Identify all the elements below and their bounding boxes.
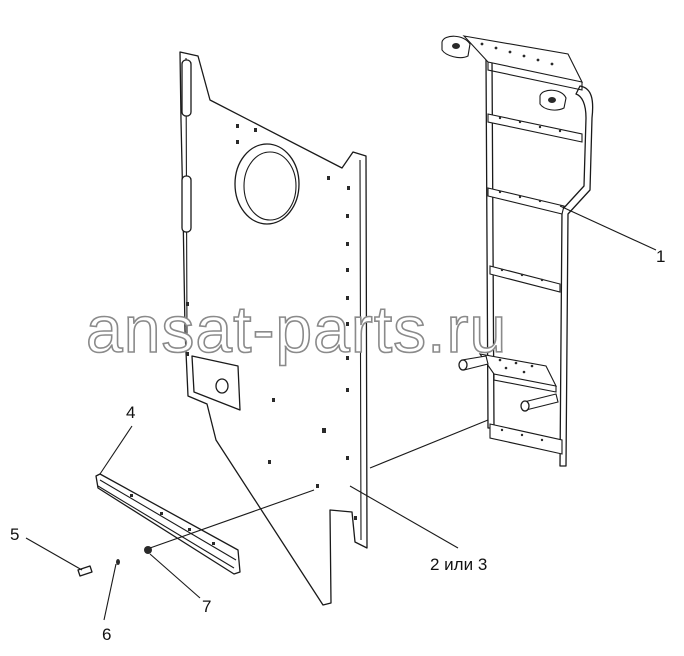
leader-lines (25, 205, 657, 621)
callout-4: 4 (126, 403, 135, 422)
washer (116, 559, 120, 565)
ladder-perforations (480, 42, 562, 442)
callout-2-or-3: 2 или 3 (430, 555, 487, 574)
callout-7: 7 (202, 597, 211, 616)
ladder (441, 35, 594, 467)
callout-1: 1 (656, 247, 665, 266)
callout-6: 6 (102, 625, 111, 644)
mounting-strip (95, 473, 241, 575)
callout-5: 5 (10, 525, 19, 544)
fasteners (77, 546, 152, 577)
bolt (77, 565, 93, 577)
side-panel (179, 51, 368, 606)
watermark: ansat-parts.ru (86, 292, 507, 366)
panel-round-hole (234, 143, 300, 225)
panel-holes (186, 124, 357, 520)
